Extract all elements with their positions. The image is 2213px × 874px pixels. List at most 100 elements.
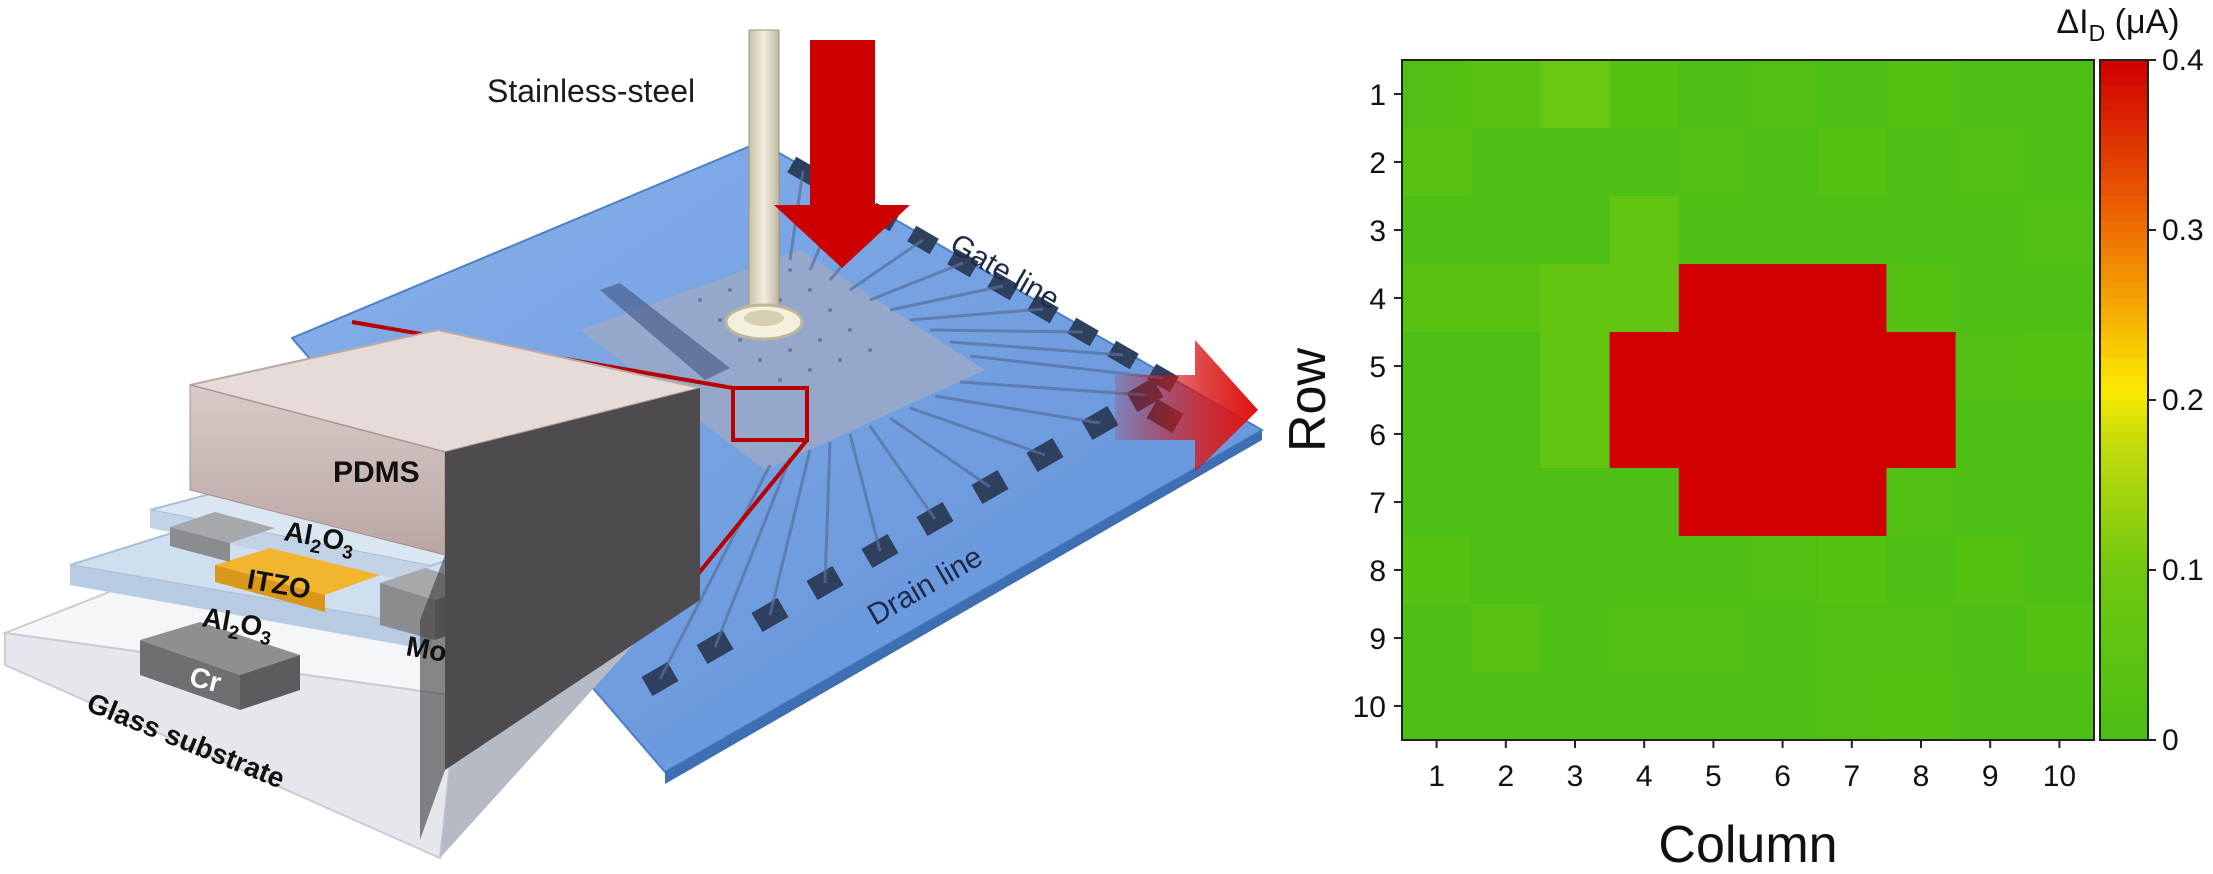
heatmap-cell — [1471, 264, 1541, 333]
colorbar-segment — [2100, 213, 2148, 223]
heatmap-cell — [1886, 604, 1957, 673]
colorbar-segment — [2100, 230, 2148, 240]
heatmap-cell — [1609, 332, 1680, 401]
colorbar-segment — [2100, 672, 2148, 682]
colorbar-segment — [2100, 255, 2148, 265]
colorbar-segment — [2100, 612, 2148, 622]
colorbar-segment — [2100, 451, 2148, 461]
heatmap-cell — [1817, 264, 1887, 333]
heatmap-cell — [1748, 604, 1818, 673]
colorbar-segment — [2100, 485, 2148, 495]
y-tick-label: 7 — [1369, 487, 1386, 520]
colorbar-segment — [2100, 502, 2148, 512]
heatmap-cell — [1471, 400, 1541, 469]
heatmap-cell — [1402, 400, 1472, 469]
heatmap-cell — [2024, 60, 2095, 129]
colorbar-segment — [2100, 680, 2148, 690]
colorbar-segment — [2100, 697, 2148, 707]
pressure-arrow-icon — [774, 40, 910, 268]
colorbar-tick-label: 0.3 — [2162, 214, 2204, 247]
colorbar-segment — [2100, 706, 2148, 716]
heatmap-cell — [1609, 536, 1680, 605]
heatmap-cell — [1678, 536, 1749, 605]
cr-gate — [140, 622, 300, 710]
colorbar-segment — [2100, 298, 2148, 308]
heatmap-cell — [2024, 672, 2095, 741]
active-matrix-area — [580, 250, 985, 470]
heatmap-cell — [1886, 672, 1957, 741]
colorbar-segment — [2100, 196, 2148, 206]
x-tick-label: 10 — [2043, 760, 2076, 793]
heatmap-cell — [1678, 400, 1749, 469]
heatmap-cell — [1817, 400, 1887, 469]
colorbar-segment — [2100, 272, 2148, 282]
colorbar-segment — [2100, 570, 2148, 580]
colorbar-segment — [2100, 187, 2148, 197]
colorbar-segment — [2100, 357, 2148, 367]
heatmap-cell — [1609, 60, 1680, 129]
x-tick-label: 8 — [1913, 760, 1930, 793]
colorbar-segment — [2100, 281, 2148, 291]
colorbar-segment — [2100, 247, 2148, 257]
colorbar-segment — [2100, 204, 2148, 214]
colorbar-title: ΔID (μA) — [2056, 3, 2179, 46]
heatmap-cell — [1402, 128, 1472, 197]
heatmap-cell — [1471, 196, 1541, 265]
heatmap-cell — [1402, 536, 1472, 605]
heatmap-cell — [1678, 604, 1749, 673]
colorbar-segment — [2100, 153, 2148, 163]
heatmap-cell — [1955, 604, 2026, 673]
heatmap-cell — [1955, 400, 2026, 469]
heatmap-cell — [1609, 128, 1680, 197]
colorbar-segment — [2100, 638, 2148, 648]
inset-highlight-box — [731, 386, 809, 442]
colorbar-segment — [2100, 493, 2148, 503]
heatmap-cell — [1748, 128, 1818, 197]
colorbar-segment — [2100, 714, 2148, 724]
heatmap-cell — [1609, 196, 1680, 265]
colorbar-segment — [2100, 94, 2148, 104]
colorbar-segment — [2100, 374, 2148, 384]
heatmap-cell — [1678, 196, 1749, 265]
heatmap-cell — [1955, 128, 2026, 197]
pdms-block — [189, 328, 701, 840]
al2o3-bottom-label: Al2O3 — [199, 601, 275, 650]
heatmap-cell — [1540, 128, 1611, 197]
colorbar-segment — [2100, 179, 2148, 189]
colorbar-segment — [2100, 425, 2148, 435]
heatmap-cell — [1678, 332, 1749, 401]
colorbar-tick-label: 0.2 — [2162, 384, 2204, 417]
heatmap-cell — [1402, 196, 1472, 265]
cr-label: Cr — [187, 661, 225, 699]
heatmap-cell — [2024, 128, 2095, 197]
heatmap-cell — [1886, 196, 1957, 265]
y-axis-label: Row — [1279, 348, 1337, 452]
heatmap-cell — [1886, 468, 1957, 537]
heatmap-cell — [1748, 536, 1818, 605]
heatmap-cell — [2024, 264, 2095, 333]
heatmap-cell — [1678, 128, 1749, 197]
signal-arrow-icon — [1115, 340, 1258, 472]
heatmap-cell — [1402, 672, 1472, 741]
colorbar-segment — [2100, 366, 2148, 376]
heatmap-cell — [1886, 60, 1957, 129]
heatmap-cell — [1471, 672, 1541, 741]
x-tick-label: 2 — [1497, 760, 1514, 793]
colorbar-segment — [2100, 629, 2148, 639]
heatmap-cell — [1748, 332, 1818, 401]
heatmap-cell — [1609, 400, 1680, 469]
heatmap-cells — [1402, 60, 2095, 741]
colorbar-segment — [2100, 221, 2148, 231]
colorbar-tick-label: 0 — [2162, 724, 2179, 757]
colorbar-segment — [2100, 468, 2148, 478]
colorbar-segment — [2100, 519, 2148, 529]
heatmap-cell — [1817, 60, 1887, 129]
fan-out-lines — [658, 170, 1164, 680]
colorbar-segment — [2100, 510, 2148, 520]
colorbar-segment — [2100, 289, 2148, 299]
x-tick-label: 1 — [1428, 760, 1445, 793]
heatmap-cell — [2024, 196, 2095, 265]
heatmap-cell — [2024, 536, 2095, 605]
colorbar-segment — [2100, 476, 2148, 486]
colorbar-segment — [2100, 604, 2148, 614]
